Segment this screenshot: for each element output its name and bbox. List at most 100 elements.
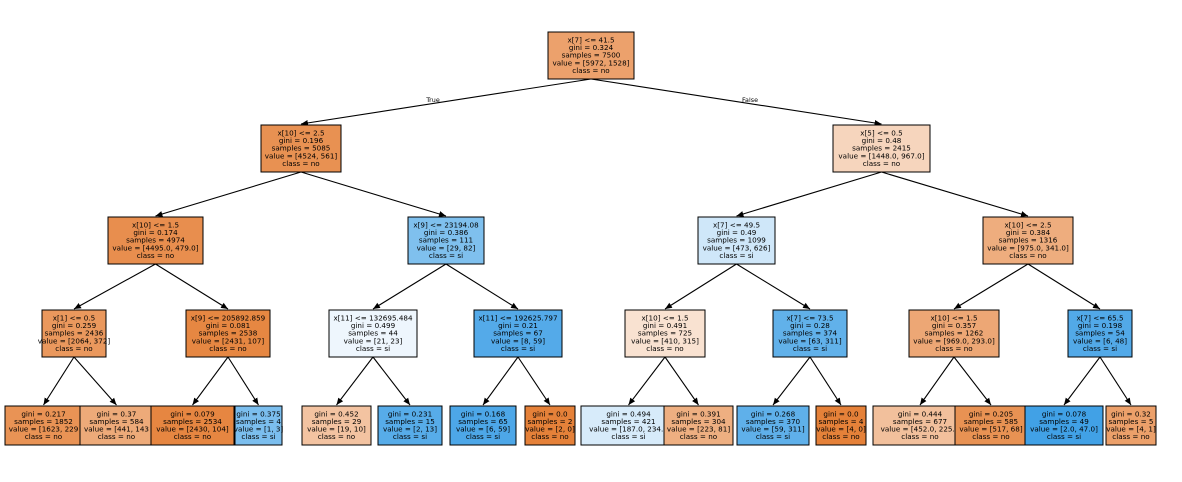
node-line: class = si bbox=[356, 344, 390, 353]
node-line: x[1] <= 0.5 bbox=[53, 314, 95, 323]
node-line: value = [6, 48] bbox=[1073, 336, 1127, 345]
node-line: x[10] <= 1.5 bbox=[641, 314, 688, 323]
node-box bbox=[1024, 405, 1104, 446]
edge-label-true: True bbox=[425, 96, 440, 104]
node-line: class = si bbox=[501, 344, 535, 353]
node-box bbox=[1067, 309, 1133, 358]
edge-n6-n14 bbox=[1027, 263, 1101, 310]
node-line: value = [21, 23] bbox=[344, 336, 403, 345]
node-line: class = no bbox=[98, 432, 135, 441]
edge-n9-n20 bbox=[372, 356, 411, 406]
node-box bbox=[815, 405, 867, 446]
node-line: class = no bbox=[531, 432, 568, 441]
node-line: value = [59, 311] bbox=[741, 425, 804, 434]
edge-n13-n28 bbox=[953, 356, 992, 406]
node-line: class = si bbox=[719, 251, 753, 260]
node-line: value = [6, 59] bbox=[456, 425, 510, 434]
node-box bbox=[407, 216, 485, 265]
node-line: gini = 0.32 bbox=[1111, 409, 1151, 418]
edge-n11-n24 bbox=[664, 356, 699, 406]
node-box bbox=[697, 216, 776, 265]
node-line: value = [187.0, 234.0 bbox=[589, 425, 668, 434]
node-line: samples = 2436 bbox=[45, 329, 104, 338]
node-line: value = [1448.0, 967.0] bbox=[838, 151, 924, 160]
node-box bbox=[954, 405, 1028, 446]
node-box bbox=[328, 309, 418, 358]
node-line: class = si bbox=[756, 432, 790, 441]
node-line: class = no bbox=[174, 432, 211, 441]
node-line: gini = 0.357 bbox=[932, 321, 976, 330]
node-line: value = [223, 81] bbox=[667, 425, 730, 434]
node-line: value = [8, 59] bbox=[491, 336, 545, 345]
node-box bbox=[234, 405, 283, 446]
node-line: samples = 4 bbox=[236, 417, 281, 426]
node-line: gini = 0.391 bbox=[676, 409, 720, 418]
node-line: gini = 0.28 bbox=[790, 321, 830, 330]
node-line: gini = 0.499 bbox=[351, 321, 396, 330]
edge-n10-n21 bbox=[482, 356, 519, 406]
node-line: class = no bbox=[318, 432, 355, 441]
node-line: value = [4495.0, 479.0] bbox=[112, 243, 198, 252]
node-line: class = si bbox=[1047, 432, 1081, 441]
node-box bbox=[736, 405, 810, 446]
edge-n1-n3 bbox=[155, 171, 302, 217]
node-box bbox=[872, 405, 968, 446]
node-line: class = si bbox=[429, 251, 463, 260]
node-box bbox=[580, 405, 677, 446]
edge-n6-n13 bbox=[953, 263, 1029, 310]
node-line: class = no bbox=[680, 432, 717, 441]
edge-n7-n15 bbox=[43, 356, 75, 406]
node-line: samples = 15 bbox=[385, 417, 435, 426]
node-box bbox=[982, 216, 1074, 265]
node-line: value = [1623, 229 bbox=[9, 425, 79, 434]
node-line: value = [2430, 104] bbox=[156, 425, 229, 434]
node-line: gini = 0.168 bbox=[461, 409, 506, 418]
edge-n8-n18 bbox=[227, 356, 259, 406]
node-line: samples = 111 bbox=[419, 236, 473, 245]
edge-n5-n12 bbox=[736, 263, 811, 310]
edge-n3-n7 bbox=[73, 263, 156, 310]
node-line: gini = 0.0 bbox=[823, 409, 859, 418]
node-line: value = [473, 626] bbox=[703, 243, 771, 252]
node-line: value = [5972, 1528] bbox=[553, 58, 630, 67]
node-box bbox=[624, 309, 706, 358]
node-line: samples = 304 bbox=[671, 417, 726, 426]
node-line: class = no bbox=[646, 344, 683, 353]
node-line: samples = 5085 bbox=[272, 144, 331, 153]
node-line: samples = 49 bbox=[1039, 417, 1089, 426]
node-line: gini = 0.494 bbox=[606, 409, 651, 418]
node-line: value = [2.0, 47.0] bbox=[1030, 425, 1098, 434]
node-line: gini = 0.196 bbox=[279, 136, 324, 145]
node-line: samples = 54 bbox=[1075, 329, 1125, 338]
node-line: gini = 0.491 bbox=[643, 321, 687, 330]
node-line: value = [975.0, 341.0] bbox=[987, 243, 1069, 252]
edge-n10-n22 bbox=[517, 356, 551, 406]
node-line: gini = 0.259 bbox=[52, 321, 97, 330]
node-line: class = no bbox=[282, 159, 319, 168]
node-line: x[10] <= 2.5 bbox=[1004, 221, 1051, 230]
node-line: x[7] <= 73.5 bbox=[786, 314, 833, 323]
node-line: class = no bbox=[972, 432, 1009, 441]
node-line: samples = 1262 bbox=[925, 329, 984, 338]
edge-labels-layer: True False bbox=[425, 96, 758, 104]
node-box bbox=[107, 216, 204, 265]
node-line: gini = 0.268 bbox=[751, 409, 796, 418]
node-line: class = no bbox=[572, 66, 609, 75]
node-line: value = [2431, 107] bbox=[192, 336, 265, 345]
